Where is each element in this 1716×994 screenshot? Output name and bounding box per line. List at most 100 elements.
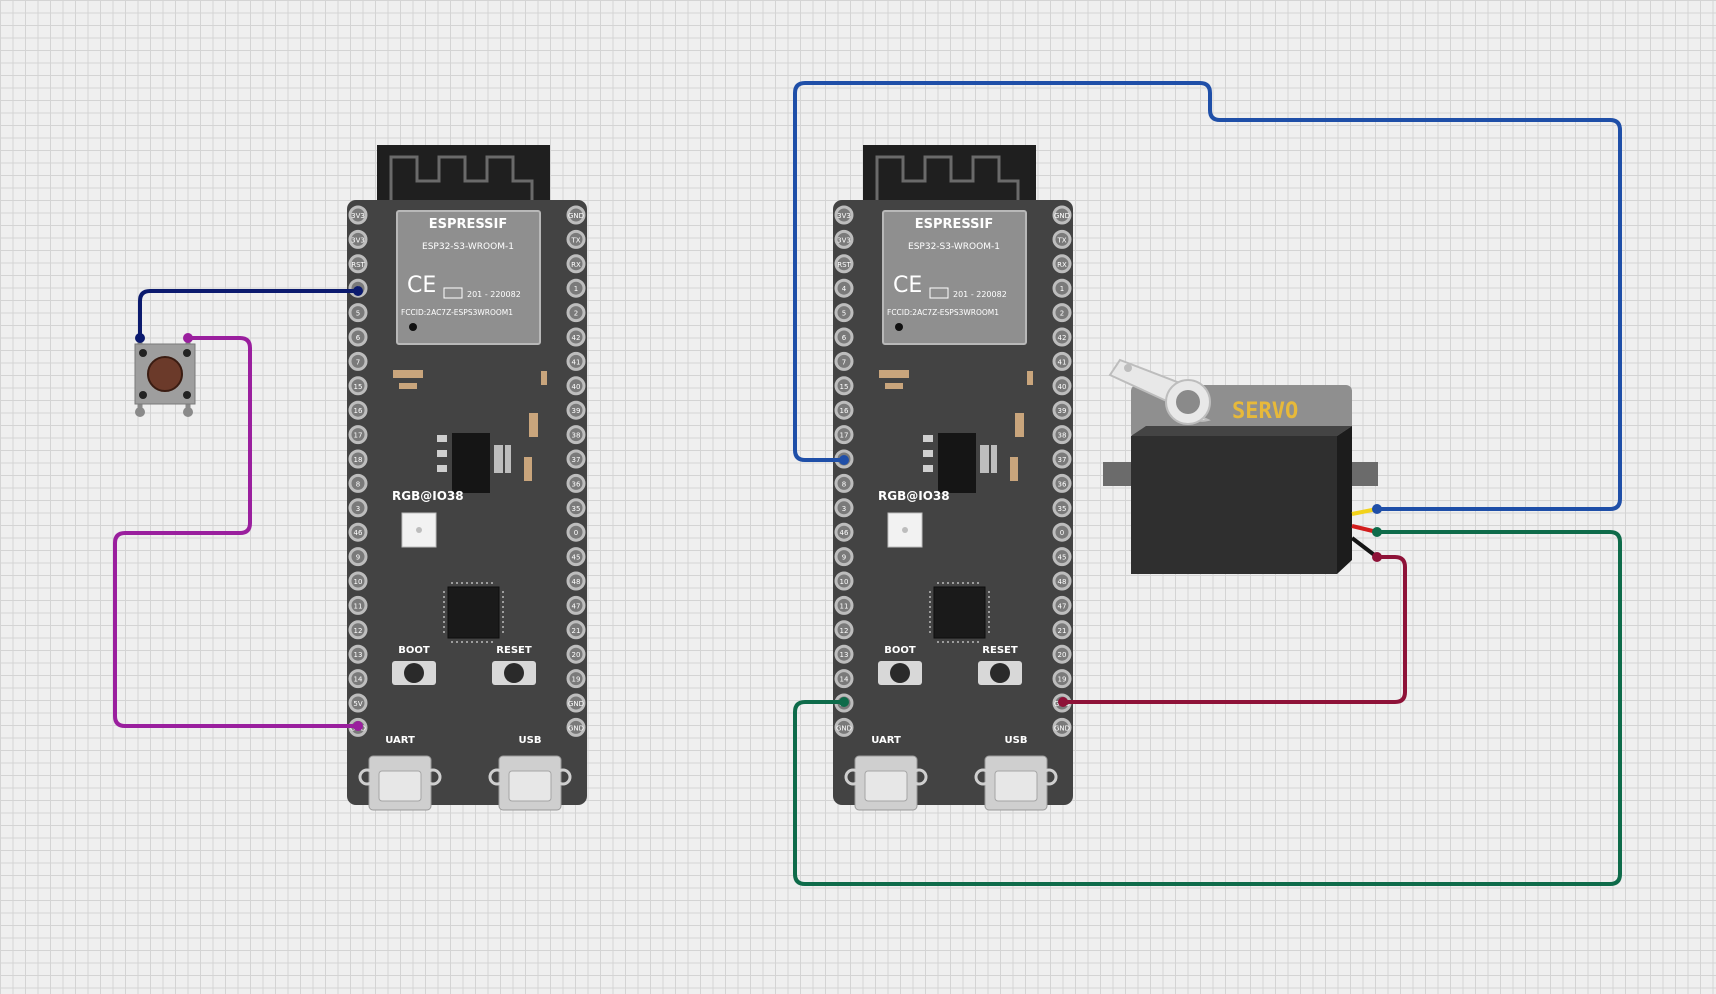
header-pin[interactable]: [348, 376, 368, 396]
header-pin[interactable]: [1052, 400, 1072, 420]
header-pin[interactable]: [348, 205, 368, 225]
header-pin[interactable]: [1052, 669, 1072, 689]
header-pin[interactable]: [348, 669, 368, 689]
wire-button-to-gnd[interactable]: [113, 336, 360, 728]
header-pin[interactable]: [566, 400, 586, 420]
header-pin[interactable]: [1052, 498, 1072, 518]
header-pin[interactable]: [348, 693, 368, 713]
reset-button[interactable]: [978, 661, 1022, 685]
header-pin[interactable]: [1052, 644, 1072, 664]
wire-servo-power[interactable]: [793, 530, 1622, 886]
uart-usb-port[interactable]: [855, 756, 917, 810]
header-pin[interactable]: [834, 400, 854, 420]
header-pin[interactable]: [566, 595, 586, 615]
header-pin[interactable]: [1052, 278, 1072, 298]
pin-endpoint[interactable]: [1372, 504, 1382, 514]
header-pin[interactable]: [348, 620, 368, 640]
header-pin[interactable]: [348, 571, 368, 591]
header-pin[interactable]: [1052, 547, 1072, 567]
header-pin[interactable]: [834, 205, 854, 225]
header-pin[interactable]: [566, 547, 586, 567]
header-pin[interactable]: [566, 205, 586, 225]
header-pin[interactable]: [834, 473, 854, 493]
header-pin[interactable]: [566, 327, 586, 347]
header-pin[interactable]: [1052, 229, 1072, 249]
header-pin[interactable]: [566, 229, 586, 249]
header-pin[interactable]: [1052, 522, 1072, 542]
pushbutton[interactable]: [134, 338, 196, 417]
header-pin[interactable]: [834, 717, 854, 737]
pin-endpoint[interactable]: [353, 286, 363, 296]
pin-endpoint[interactable]: [839, 697, 849, 707]
header-pin[interactable]: [834, 595, 854, 615]
boot-button[interactable]: [878, 661, 922, 685]
header-pin[interactable]: [1052, 327, 1072, 347]
header-pin[interactable]: [834, 669, 854, 689]
header-pin[interactable]: [1052, 449, 1072, 469]
header-pin[interactable]: [834, 571, 854, 591]
header-pin[interactable]: [1052, 717, 1072, 737]
pin-endpoint[interactable]: [1372, 527, 1382, 537]
wire-servo-ground[interactable]: [1061, 555, 1407, 704]
header-pin[interactable]: [1052, 571, 1072, 591]
header-pin[interactable]: [566, 693, 586, 713]
header-pin[interactable]: [566, 425, 586, 445]
pin-endpoint[interactable]: [183, 333, 193, 343]
pushbutton-cap[interactable]: [147, 356, 183, 392]
header-pin[interactable]: [566, 351, 586, 371]
header-pin[interactable]: [348, 351, 368, 371]
servo-motor[interactable]: SERVO: [1103, 358, 1379, 574]
header-pin[interactable]: [566, 473, 586, 493]
header-pin[interactable]: [1052, 254, 1072, 274]
header-pin[interactable]: [834, 351, 854, 371]
header-pin[interactable]: [834, 547, 854, 567]
header-pin[interactable]: [834, 303, 854, 323]
header-pin[interactable]: [566, 278, 586, 298]
header-pin[interactable]: [348, 400, 368, 420]
header-pin[interactable]: [566, 620, 586, 640]
header-pin[interactable]: [566, 644, 586, 664]
boot-button[interactable]: [392, 661, 436, 685]
header-pin[interactable]: [348, 473, 368, 493]
header-pin[interactable]: [566, 717, 586, 737]
header-pin[interactable]: [834, 644, 854, 664]
header-pin[interactable]: [566, 498, 586, 518]
header-pin[interactable]: [834, 498, 854, 518]
header-pin[interactable]: [1052, 205, 1072, 225]
header-pin[interactable]: [348, 498, 368, 518]
pin-endpoint[interactable]: [1372, 552, 1382, 562]
pin-endpoint[interactable]: [353, 721, 363, 731]
reset-button[interactable]: [492, 661, 536, 685]
header-pin[interactable]: [348, 595, 368, 615]
native-usb-port[interactable]: [985, 756, 1047, 810]
header-pin[interactable]: [566, 449, 586, 469]
header-pin[interactable]: [348, 327, 368, 347]
header-pin[interactable]: [1052, 473, 1072, 493]
header-pin[interactable]: [566, 376, 586, 396]
header-pin[interactable]: [566, 571, 586, 591]
wire-servo-signal[interactable]: [793, 81, 1622, 511]
header-pin[interactable]: [834, 278, 854, 298]
header-pin[interactable]: [1052, 376, 1072, 396]
header-pin[interactable]: [1052, 595, 1072, 615]
esp32-s3-devkit-board-1[interactable]: 3V33V3RST4567151617188346910111213145VGN…: [345, 143, 589, 812]
pin-endpoint[interactable]: [839, 455, 849, 465]
pin-endpoint[interactable]: [1058, 697, 1068, 707]
header-pin[interactable]: [348, 547, 368, 567]
header-pin[interactable]: [566, 254, 586, 274]
header-pin[interactable]: [834, 254, 854, 274]
header-pin[interactable]: [1052, 303, 1072, 323]
header-pin[interactable]: [566, 303, 586, 323]
header-pin[interactable]: [348, 303, 368, 323]
header-pin[interactable]: [1052, 425, 1072, 445]
header-pin[interactable]: [834, 620, 854, 640]
header-pin[interactable]: [348, 644, 368, 664]
header-pin[interactable]: [348, 254, 368, 274]
header-pin[interactable]: [348, 229, 368, 249]
header-pin[interactable]: [834, 327, 854, 347]
header-pin[interactable]: [348, 425, 368, 445]
esp32-s3-devkit-board-2[interactable]: 3V33V3RST4567151617188346910111213145VGN…: [831, 143, 1075, 812]
header-pin[interactable]: [348, 449, 368, 469]
header-pin[interactable]: [834, 522, 854, 542]
header-pin[interactable]: [1052, 620, 1072, 640]
